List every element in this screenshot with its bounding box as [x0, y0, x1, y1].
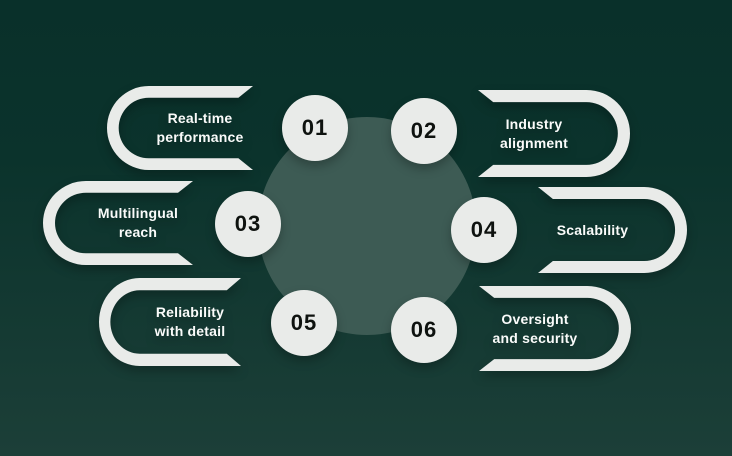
number-badge-4: 04 — [451, 197, 517, 263]
feature-bracket-6: Oversight and security — [479, 286, 631, 371]
feature-label-1: Real-time performance — [156, 110, 244, 145]
feature-bracket-1: Real-time performance — [107, 86, 253, 170]
feature-bracket-4: Scalability — [538, 187, 687, 273]
feature-label-6: Oversight and security — [492, 310, 578, 346]
feature-label-5: Reliability with detail — [154, 304, 226, 339]
bracket-shape — [107, 86, 253, 170]
feature-bracket-2: Industry alignment — [478, 90, 630, 177]
bracket-shape — [478, 90, 630, 177]
number-badge-1: 01 — [282, 95, 348, 161]
number-badge-5: 05 — [271, 290, 337, 356]
feature-label-4: Scalability — [556, 221, 629, 238]
feature-label-2: Industry alignment — [500, 115, 568, 151]
bracket-shape — [99, 278, 241, 366]
bracket-shape — [43, 181, 193, 265]
number-badge-3: 03 — [215, 191, 281, 257]
feature-bracket-5: Reliability with detail — [99, 278, 241, 366]
feature-bracket-3: Multilingual reach — [43, 181, 193, 265]
number-badge-6: 06 — [391, 297, 457, 363]
number-badge-2: 02 — [391, 98, 457, 164]
feature-label-3: Multilingual reach — [97, 205, 179, 240]
bracket-shape — [538, 187, 687, 273]
bracket-shape — [479, 286, 631, 371]
